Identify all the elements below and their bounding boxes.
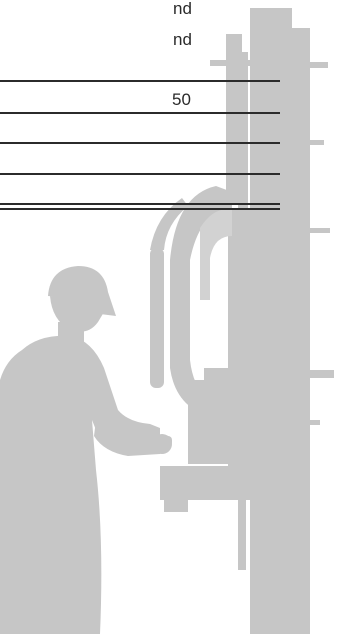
worker-silhouette: [0, 266, 172, 634]
value-50-label: 50: [172, 91, 191, 108]
nd-label-top: nd: [173, 0, 192, 17]
nd-label-second: nd: [173, 31, 192, 48]
